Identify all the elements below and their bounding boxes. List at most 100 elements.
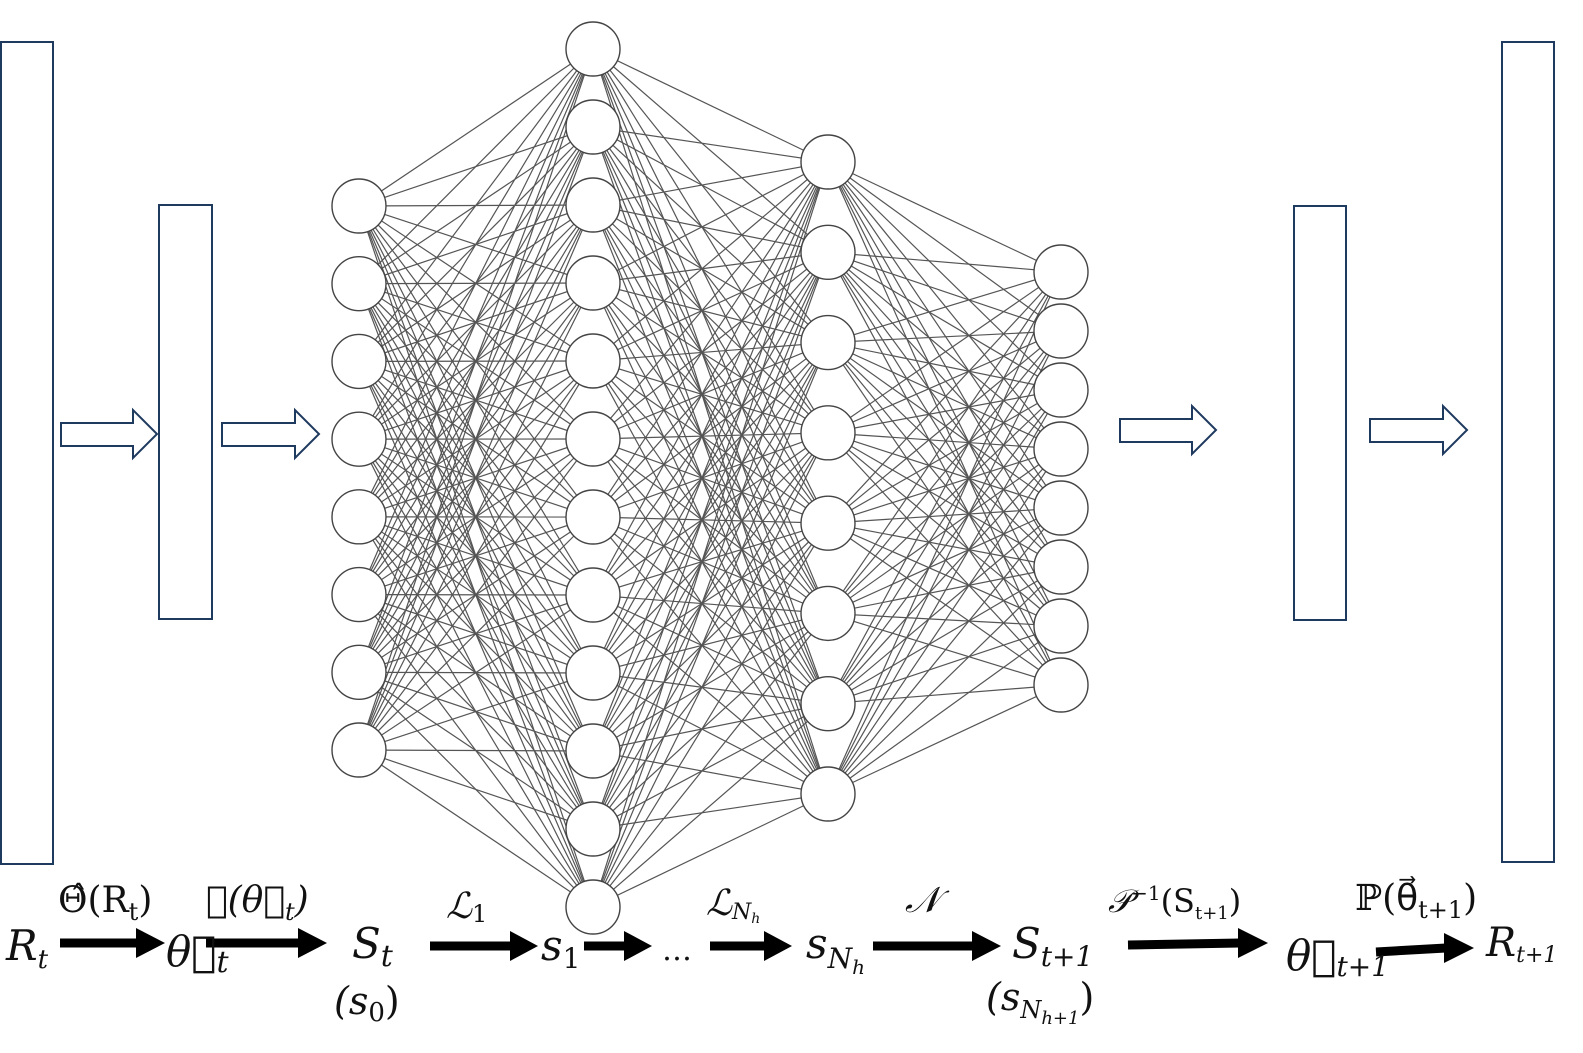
- neuron-input-2: [331, 333, 387, 390]
- theta-t1-label: θ⃗t+1: [1286, 931, 1389, 983]
- connection-hidden-1-1-to-hidden-2-5: [592, 126, 829, 614]
- neuron-hidden-2-6: [800, 676, 856, 732]
- connection-hidden-1-10-to-hidden-2-4: [592, 522, 829, 830]
- neuron-input-6: [331, 644, 387, 700]
- connection-hidden-1-2-to-hidden-2-7: [592, 204, 829, 795]
- connection-hidden-2-5-to-output-7: [827, 612, 1062, 686]
- connection-hidden-2-7-to-output-7: [827, 684, 1062, 795]
- connection-hidden-2-7-to-output-1: [827, 330, 1062, 795]
- connection-hidden-2-7-to-output-2: [827, 389, 1062, 795]
- connection-hidden-1-0-to-hidden-2-7: [592, 48, 829, 795]
- connection-hidden-1-0-to-hidden-2-2: [592, 48, 829, 343]
- connection-hidden-2-3-to-output-4: [827, 432, 1062, 509]
- neuron-input-4: [331, 489, 387, 545]
- connection-hidden-1-11-to-hidden-2-5: [592, 613, 829, 908]
- connection-hidden-1-9-to-hidden-2-0: [592, 161, 829, 752]
- connection-hidden-1-6-to-hidden-2-1: [592, 251, 829, 518]
- r-t-vector-box: [0, 41, 54, 865]
- connection-hidden-1-4-to-hidden-2-6: [592, 360, 829, 705]
- connection-hidden-2-6-to-output-4: [827, 507, 1062, 705]
- connection-hidden-1-7-to-hidden-2-4: [592, 522, 829, 596]
- connection-hidden-1-0-to-hidden-2-3: [592, 48, 829, 434]
- connection-hidden-1-1-to-hidden-2-6: [592, 126, 829, 704]
- connection-hidden-2-2-to-output-7: [827, 342, 1062, 686]
- hollow-arrow-2: [221, 407, 321, 461]
- connection-hidden-1-11-to-hidden-2-6: [592, 703, 829, 908]
- connection-input-7-to-hidden-1-5: [358, 438, 594, 751]
- connection-hidden-2-0-to-output-0: [827, 161, 1062, 273]
- neuron-output-7: [1033, 657, 1089, 713]
- neuron-hidden-1-0: [565, 21, 621, 77]
- connection-hidden-1-4-to-hidden-2-2: [592, 341, 829, 362]
- flow-arrow-4: [584, 931, 652, 961]
- connection-hidden-1-0-to-hidden-2-1: [592, 48, 829, 253]
- connection-hidden-1-5-to-hidden-2-1: [592, 251, 829, 440]
- s-nh1-label: (sNh+1): [986, 975, 1094, 1029]
- connection-hidden-1-10-to-hidden-2-6: [592, 703, 829, 830]
- connection-hidden-1-1-to-hidden-2-2: [592, 126, 829, 344]
- connection-hidden-2-4-to-output-7: [827, 522, 1062, 686]
- connection-hidden-2-6-to-output-0: [827, 271, 1062, 704]
- connection-hidden-2-4-to-output-3: [827, 448, 1062, 524]
- hollow-arrow-3: [1119, 403, 1218, 457]
- connection-hidden-1-8-to-hidden-2-6: [592, 672, 829, 705]
- connection-hidden-1-5-to-hidden-2-2: [592, 342, 829, 440]
- connection-hidden-2-0-to-output-2: [827, 161, 1062, 391]
- connection-hidden-1-7-to-hidden-2-5: [592, 594, 829, 615]
- connection-hidden-2-7-to-output-5: [827, 566, 1062, 795]
- neuron-input-5: [331, 566, 387, 623]
- theta-hat-operator-label: Θ̂(Rt): [58, 880, 152, 926]
- connection-hidden-1-4-to-hidden-2-1: [592, 251, 829, 362]
- connection-hidden-1-1-to-hidden-2-3: [592, 126, 829, 434]
- script-p-operator-label: 𝒫(θ⃗t): [206, 880, 309, 926]
- connection-input-0-to-hidden-1-0: [358, 48, 594, 207]
- script-n-operator-label: 𝒩: [905, 880, 950, 921]
- neuron-input-7: [331, 722, 387, 778]
- connection-hidden-1-8-to-hidden-2-2: [592, 342, 829, 674]
- connection-hidden-1-9-to-hidden-2-7: [592, 750, 829, 795]
- connection-hidden-1-1-to-hidden-2-1: [592, 126, 829, 253]
- connection-input-7-to-hidden-1-4: [358, 360, 594, 751]
- script-l1-operator-label: ℒ1: [446, 886, 487, 928]
- r-t-label: Rt: [5, 921, 49, 975]
- connection-hidden-2-7-to-output-6: [827, 625, 1062, 795]
- connection-hidden-1-10-to-hidden-2-3: [592, 432, 829, 830]
- connection-hidden-1-10-to-hidden-2-7: [592, 793, 829, 830]
- connection-hidden-1-2-to-hidden-2-3: [592, 204, 829, 434]
- neuron-hidden-1-9: [565, 723, 621, 779]
- connection-hidden-2-5-to-output-6: [827, 612, 1062, 627]
- connection-input-7-to-hidden-1-1: [358, 126, 594, 751]
- neuron-hidden-2-5: [800, 585, 856, 642]
- connection-hidden-1-10-to-hidden-2-2: [592, 342, 829, 830]
- connection-input-6-to-hidden-1-0: [358, 48, 594, 673]
- connection-hidden-2-6-to-output-3: [827, 448, 1062, 705]
- connection-hidden-1-8-to-hidden-2-3: [592, 432, 829, 674]
- ellipsis-label: …: [662, 933, 692, 968]
- connection-hidden-2-3-to-output-7: [827, 432, 1062, 686]
- connection-hidden-2-4-to-output-2: [827, 389, 1062, 524]
- connection-hidden-2-1-to-output-4: [827, 251, 1062, 509]
- connection-input-7-to-hidden-1-0: [358, 48, 594, 751]
- connection-hidden-2-3-to-output-5: [827, 432, 1062, 568]
- connection-hidden-1-2-to-hidden-2-6: [592, 204, 829, 704]
- connection-hidden-2-2-to-output-3: [827, 342, 1062, 450]
- neuron-hidden-1-5: [565, 411, 621, 467]
- neuron-input-0: [331, 178, 387, 234]
- connection-hidden-1-3-to-hidden-2-6: [592, 282, 829, 705]
- connection-hidden-1-6-to-hidden-2-2: [592, 342, 829, 518]
- connection-hidden-2-5-to-output-2: [827, 389, 1062, 614]
- connection-hidden-1-6-to-hidden-2-4: [592, 516, 829, 524]
- network-connections: [358, 48, 1062, 908]
- connection-hidden-1-5-to-hidden-2-4: [592, 438, 829, 524]
- hollow-arrow-4: [1369, 403, 1469, 457]
- connection-hidden-2-3-to-output-1: [827, 330, 1062, 434]
- connection-hidden-1-4-to-hidden-2-4: [592, 360, 829, 524]
- neuron-hidden-2-3: [800, 405, 856, 461]
- connection-hidden-1-3-to-hidden-2-3: [592, 282, 829, 434]
- connection-hidden-1-6-to-hidden-2-0: [592, 161, 829, 518]
- connection-hidden-2-6-to-output-7: [827, 684, 1062, 705]
- connection-hidden-1-9-to-hidden-2-1: [592, 252, 829, 752]
- connection-hidden-2-3-to-output-2: [827, 389, 1062, 434]
- connection-hidden-2-0-to-output-7: [827, 161, 1062, 686]
- connection-hidden-1-3-to-hidden-2-2: [592, 282, 829, 344]
